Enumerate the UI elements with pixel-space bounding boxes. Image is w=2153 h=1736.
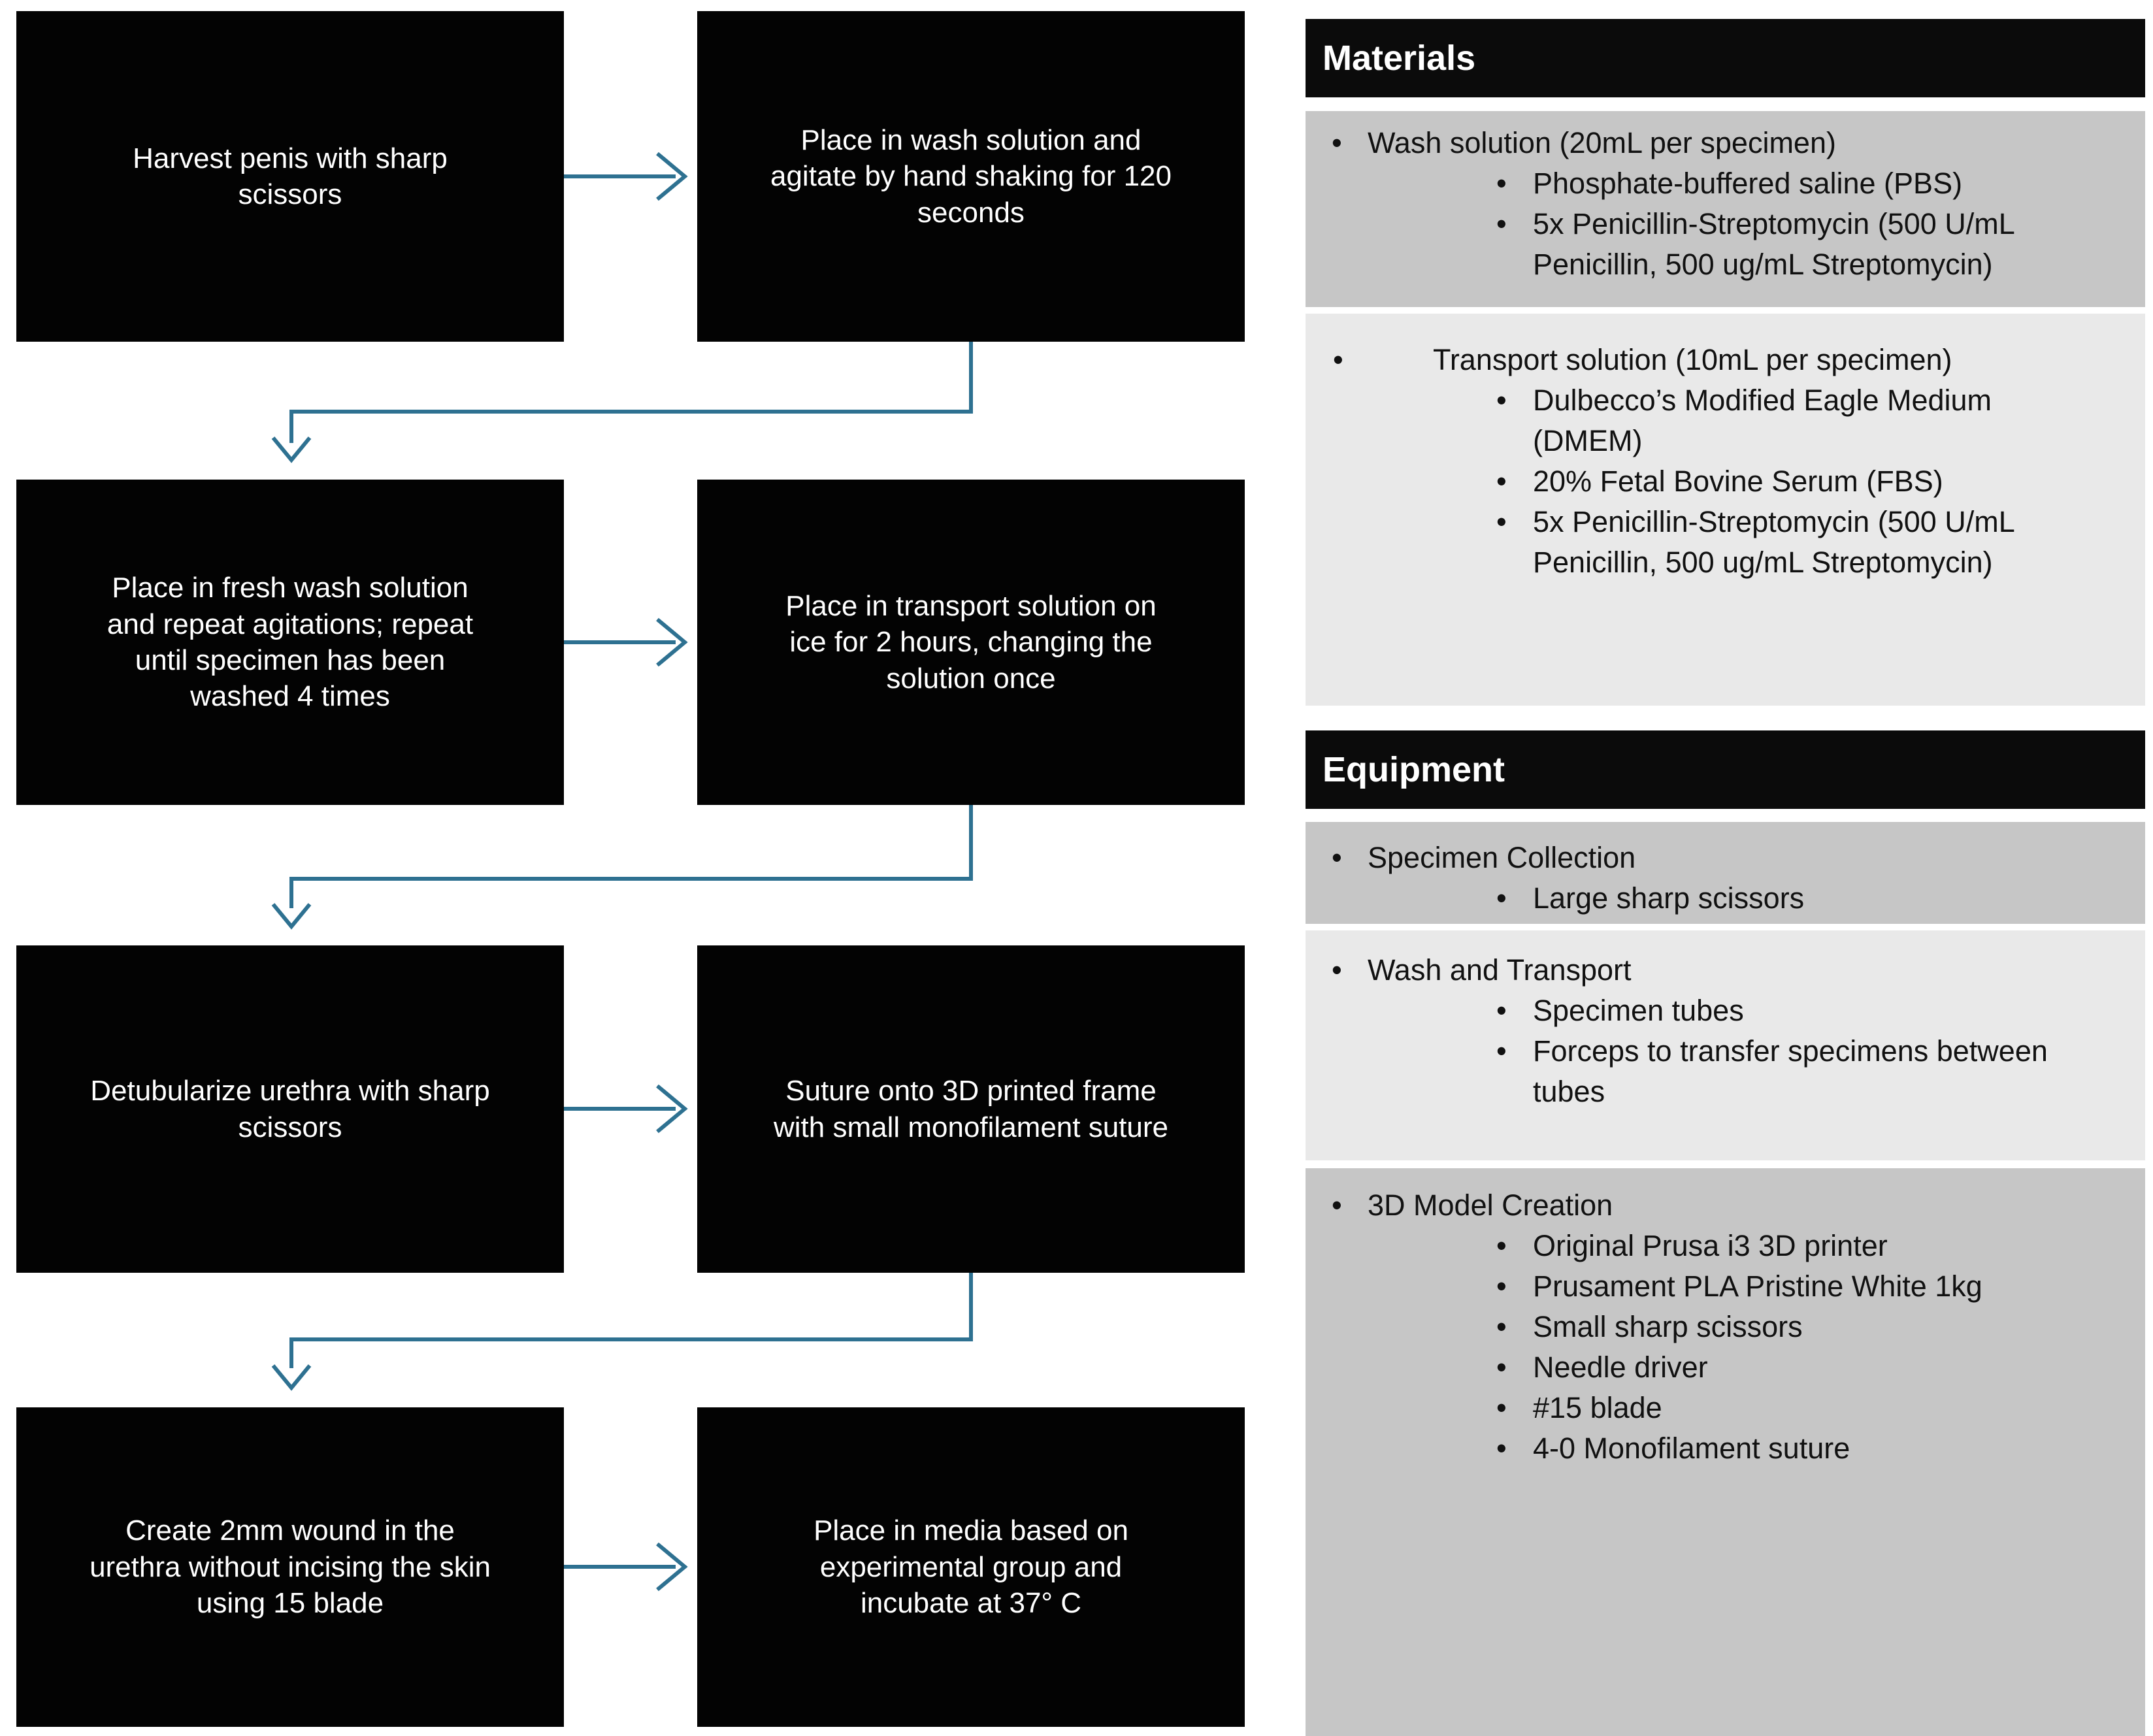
equipment-specimen-collection-panel: Specimen Collection Large sharp scissors bbox=[1306, 822, 2145, 924]
list-item: Phosphate-buffered saline (PBS) bbox=[1306, 163, 2099, 204]
equipment-header: Equipment bbox=[1306, 730, 2145, 809]
elbow-connector-1 bbox=[271, 342, 973, 463]
arrow-right-4 bbox=[564, 1542, 688, 1592]
list-item: Dulbecco’s Modified Eagle Medium (DMEM) bbox=[1306, 380, 2099, 461]
flow-step-incubate-text: Place in media based on experimental gro… bbox=[814, 1515, 1128, 1620]
elbow-connector-3 bbox=[271, 1273, 973, 1391]
materials-title: Materials bbox=[1323, 39, 1476, 78]
list-item: #15 blade bbox=[1306, 1388, 2099, 1428]
list-item: 3D Model Creation bbox=[1306, 1185, 2099, 1226]
list-item: Prusament PLA Pristine White 1kg bbox=[1306, 1266, 2099, 1307]
materials-transport-list: Transport solution (10mL per specimen) D… bbox=[1306, 314, 2145, 583]
arrow-right-1 bbox=[564, 152, 688, 201]
list-item: Transport solution (10mL per specimen) bbox=[1306, 340, 2099, 380]
flow-step-incubate: Place in media based on experimental gro… bbox=[697, 1407, 1245, 1727]
equipment-title: Equipment bbox=[1323, 750, 1505, 789]
flow-step-fresh-wash-text: Place in fresh wash solution and repeat … bbox=[107, 572, 474, 713]
equipment-wash-transport-panel: Wash and Transport Specimen tubes Forcep… bbox=[1306, 930, 2145, 1160]
flow-step-create-wound-text: Create 2mm wound in the urethra without … bbox=[90, 1515, 491, 1620]
list-item: 5x Penicillin-Streptomycin (500 U/mL Pen… bbox=[1306, 502, 2099, 583]
list-item: Large sharp scissors bbox=[1306, 878, 2099, 919]
arrow-right-3 bbox=[564, 1084, 688, 1134]
equipment-3d-model-panel: 3D Model Creation Original Prusa i3 3D p… bbox=[1306, 1168, 2145, 1736]
flow-step-wash-agitate-text: Place in wash solution and agitate by ha… bbox=[770, 123, 1172, 229]
flow-step-harvest-text: Harvest penis with sharp scissors bbox=[133, 142, 448, 210]
list-item: 20% Fetal Bovine Serum (FBS) bbox=[1306, 461, 2099, 502]
list-item: Wash solution (20mL per specimen) bbox=[1306, 123, 2099, 163]
flow-step-create-wound: Create 2mm wound in the urethra without … bbox=[16, 1407, 564, 1727]
flow-step-detubularize-text: Detubularize urethra with sharp scissors bbox=[90, 1075, 490, 1143]
flow-connectors bbox=[271, 152, 973, 1592]
list-item: Needle driver bbox=[1306, 1347, 2099, 1388]
equipment-wash-transport-list: Wash and Transport Specimen tubes Forcep… bbox=[1306, 930, 2145, 1112]
list-item: Small sharp scissors bbox=[1306, 1307, 2099, 1347]
equipment-collection-list: Specimen Collection Large sharp scissors bbox=[1306, 822, 2145, 919]
list-item: Forceps to transfer specimens between tu… bbox=[1306, 1031, 2099, 1112]
materials-transport-solution-panel: Transport solution (10mL per specimen) D… bbox=[1306, 314, 2145, 706]
list-item: Original Prusa i3 3D printer bbox=[1306, 1226, 2099, 1266]
materials-wash-list: Wash solution (20mL per specimen) Phosph… bbox=[1306, 111, 2145, 285]
flow-step-detubularize: Detubularize urethra with sharp scissors bbox=[16, 945, 564, 1273]
flow-step-harvest: Harvest penis with sharp scissors bbox=[16, 11, 564, 342]
equipment-3d-model-list: 3D Model Creation Original Prusa i3 3D p… bbox=[1306, 1168, 2145, 1469]
arrow-right-2 bbox=[564, 617, 688, 667]
materials-wash-solution-panel: Wash solution (20mL per specimen) Phosph… bbox=[1306, 111, 2145, 307]
flow-step-fresh-wash: Place in fresh wash solution and repeat … bbox=[16, 480, 564, 805]
flow-step-transport-ice-text: Place in transport solution on ice for 2… bbox=[785, 589, 1157, 695]
flow-step-transport-ice: Place in transport solution on ice for 2… bbox=[697, 480, 1245, 805]
elbow-connector-2 bbox=[271, 805, 973, 930]
list-item: Specimen Collection bbox=[1306, 838, 2099, 878]
list-item: 4-0 Monofilament suture bbox=[1306, 1428, 2099, 1469]
list-item: Specimen tubes bbox=[1306, 991, 2099, 1031]
flow-step-suture-frame: Suture onto 3D printed frame with small … bbox=[697, 945, 1245, 1273]
flow-step-suture-frame-text: Suture onto 3D printed frame with small … bbox=[773, 1075, 1168, 1143]
materials-header: Materials bbox=[1306, 19, 2145, 97]
flow-step-wash-agitate: Place in wash solution and agitate by ha… bbox=[697, 11, 1245, 342]
list-item: 5x Penicillin-Streptomycin (500 U/mL Pen… bbox=[1306, 204, 2099, 285]
list-item: Wash and Transport bbox=[1306, 950, 2099, 991]
